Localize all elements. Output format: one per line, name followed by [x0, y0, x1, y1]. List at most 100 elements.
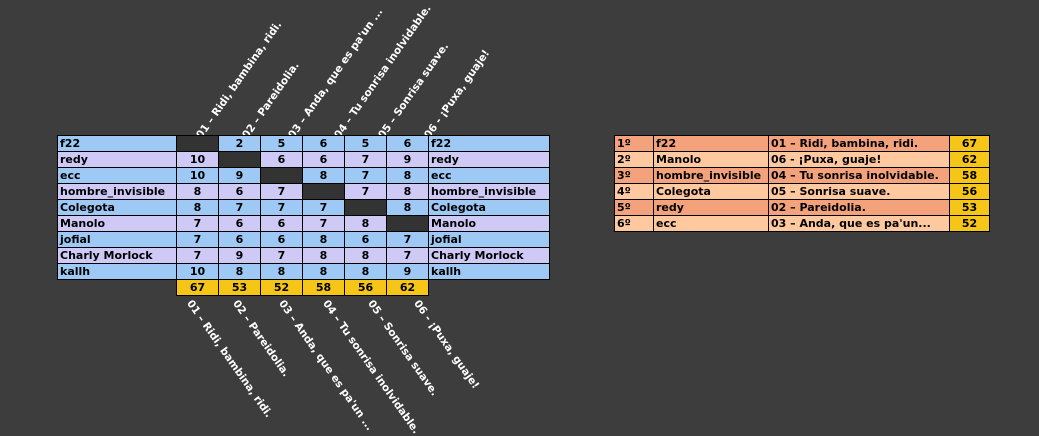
total-cell: 62: [386, 279, 429, 296]
rank-song: 01 – Ridi, bambina, ridi.: [768, 135, 950, 152]
bottom-song-header: 04 – Tu sonrisa inolvidable.: [320, 298, 422, 436]
voter-name-right: f22: [428, 135, 550, 152]
total-cell: 67: [176, 279, 219, 296]
score-cell: 8: [176, 183, 219, 200]
rank-song: 06 - ¡Puxa, guaje!: [768, 151, 950, 168]
score-cell: 8: [386, 183, 429, 200]
voter-name: redy: [57, 151, 177, 168]
score-cell: 8: [344, 215, 387, 232]
voter-name-right: Colegota: [428, 199, 550, 216]
rank-voter: ecc: [653, 215, 769, 232]
score-cell: 8: [386, 199, 429, 216]
rank-voter: Manolo: [653, 151, 769, 168]
score-cell: 8: [218, 263, 261, 280]
score-cell: 7: [302, 215, 345, 232]
totals-spacer: [57, 279, 177, 296]
score-cell: [218, 151, 261, 168]
score-cell: 10: [176, 167, 219, 184]
rank-position: 3º: [614, 167, 654, 184]
rank-position: 4º: [614, 183, 654, 200]
score-cell: 8: [302, 263, 345, 280]
voter-name: f22: [57, 135, 177, 152]
voter-name: Charly Morlock: [57, 247, 177, 264]
score-cell: [176, 135, 219, 152]
score-cell: 7: [260, 247, 303, 264]
score-cell: 8: [176, 199, 219, 216]
bottom-song-header: 01 – Ridi, bambina, ridi.: [184, 298, 275, 420]
top-song-header: 01 – Ridi, bambina, ridi.: [194, 19, 285, 141]
score-cell: 10: [176, 151, 219, 168]
rank-song: 05 – Sonrisa suave.: [768, 183, 950, 200]
total-cell: 52: [260, 279, 303, 296]
score-cell: 6: [344, 231, 387, 248]
voter-name: ecc: [57, 167, 177, 184]
score-cell: 8: [386, 167, 429, 184]
score-cell: 6: [218, 183, 261, 200]
score-cell: 7: [386, 231, 429, 248]
score-cell: 5: [260, 135, 303, 152]
voter-name-right: redy: [428, 151, 550, 168]
rank-voter: redy: [653, 199, 769, 216]
total-cell: 58: [302, 279, 345, 296]
score-cell: 9: [218, 167, 261, 184]
score-cell: 7: [344, 183, 387, 200]
score-cell: 7: [386, 247, 429, 264]
rank-points: 52: [949, 215, 990, 232]
rank-voter: f22: [653, 135, 769, 152]
voter-name: hombre_invisible: [57, 183, 177, 200]
score-cell: 7: [344, 151, 387, 168]
rank-points: 53: [949, 199, 990, 216]
score-cell: 7: [176, 215, 219, 232]
score-cell: 8: [344, 263, 387, 280]
score-cell: 10: [176, 263, 219, 280]
total-cell: 56: [344, 279, 387, 296]
rank-position: 5º: [614, 199, 654, 216]
rank-song: 04 – Tu sonrisa inolvidable.: [768, 167, 950, 184]
score-cell: 8: [302, 167, 345, 184]
score-cell: 6: [260, 151, 303, 168]
voter-name-right: Manolo: [428, 215, 550, 232]
rank-points: 62: [949, 151, 990, 168]
voter-name-right: Charly Morlock: [428, 247, 550, 264]
bottom-song-header: 03 – Anda, que es pa'un ...: [276, 298, 376, 433]
score-cell: 7: [218, 199, 261, 216]
rank-voter: hombre_invisible: [653, 167, 769, 184]
score-cell: 9: [218, 247, 261, 264]
score-cell: [302, 183, 345, 200]
rank-position: 2º: [614, 151, 654, 168]
score-cell: 6: [302, 151, 345, 168]
rank-points: 56: [949, 183, 990, 200]
score-cell: 8: [302, 247, 345, 264]
totals-spacer: [428, 279, 550, 296]
score-cell: 6: [386, 135, 429, 152]
score-cell: 6: [260, 231, 303, 248]
score-cell: 7: [302, 199, 345, 216]
rank-song: 02 – Pareidolia.: [768, 199, 950, 216]
voter-name-right: ecc: [428, 167, 550, 184]
score-cell: 9: [386, 151, 429, 168]
rank-voter: Colegota: [653, 183, 769, 200]
score-cell: [344, 199, 387, 216]
voter-name-right: hombre_invisible: [428, 183, 550, 200]
score-cell: 7: [344, 167, 387, 184]
rank-position: 1º: [614, 135, 654, 152]
voter-name: jofial: [57, 231, 177, 248]
voter-name: Colegota: [57, 199, 177, 216]
rank-position: 6º: [614, 215, 654, 232]
score-cell: 8: [302, 231, 345, 248]
score-cell: 6: [302, 135, 345, 152]
score-cell: [386, 215, 429, 232]
voter-name-right: kallh: [428, 263, 550, 280]
